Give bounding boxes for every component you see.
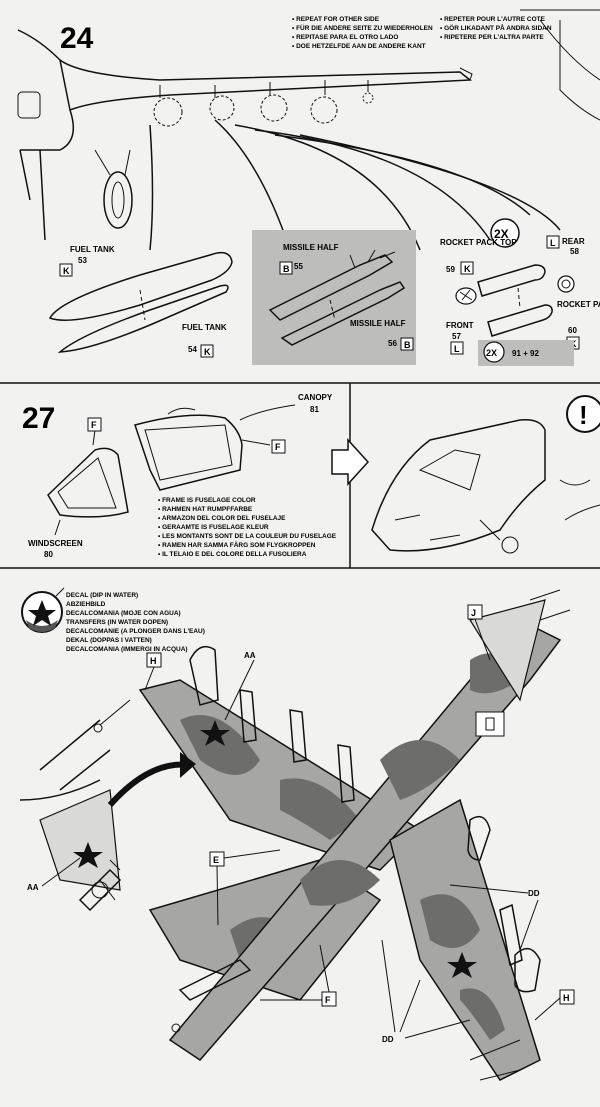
repeat-note: • REPEAT FOR OTHER SIDE • FÜR DIE ANDERE…: [292, 16, 552, 50]
note-line: • FRAME IS FUSELAGE COLOR: [158, 497, 256, 504]
footer-parts: 91 + 92: [512, 349, 539, 358]
rocket-rear-code: L: [550, 238, 556, 248]
fuel-tank-bottom-num: 54: [188, 345, 197, 354]
rocket-bottom-num: 60: [568, 326, 577, 335]
canopy-label: CANOPY: [298, 393, 333, 402]
fuel-tank-top-num: 53: [78, 256, 87, 265]
decal-callouts: H AA J AA E F DD DD H: [27, 604, 575, 1044]
step-24-number: 24: [60, 22, 94, 55]
canopy-code-box: [271, 439, 286, 454]
callout-aa-top: AA: [244, 651, 256, 660]
note-line: • LES MONTANTS SONT DE LA COULEUR DU FUS…: [158, 533, 337, 540]
canopy-num: 81: [310, 405, 319, 414]
qty-2x: 2X: [494, 227, 509, 241]
rocket-top-num: 59: [446, 265, 455, 274]
decal-line: ABZIEHBILD: [66, 601, 106, 608]
missile-top-code: B: [283, 264, 290, 274]
callout-j: J: [471, 608, 476, 618]
fuel-tank-top-label: FUEL TANK: [70, 245, 115, 254]
missile-assembly: MISSILE HALF 55 B MISSILE HALF 56 B: [268, 243, 414, 351]
inset-view: [19, 719, 196, 912]
rocket-rear-label: REAR: [562, 237, 585, 246]
missile-bottom-num: 56: [388, 339, 397, 348]
decal-line: DECALCOMANIA (MOJE CON AGUA): [66, 610, 181, 617]
rocket-front-code: L: [454, 344, 460, 354]
repeat-line: • GÖR LIKADANT PÅ ANDRA SIDAN: [440, 23, 552, 32]
repeat-line: • RIPETERE PER L'ALTRA PARTE: [440, 34, 544, 41]
rocket-pack-assembly: 2X ROCKET PACK TOP 59 K FRONT 57 L L REA…: [440, 218, 600, 366]
rocket-front-label: FRONT: [446, 321, 474, 330]
missile-bottom-label: MISSILE HALF: [350, 319, 406, 328]
rocket-top-code-box: [460, 261, 474, 275]
callout-dd-right: DD: [528, 889, 540, 898]
callout-e: E: [213, 855, 219, 865]
repeat-line: • REPITASE PARA EL OTRO LADO: [292, 34, 398, 41]
callout-f: F: [325, 995, 331, 1005]
rocket-bottom-label: ROCKET PACK BOTTOM: [557, 300, 600, 309]
missile-bottom-code-box: [400, 337, 414, 351]
fuel-tank-top-code: K: [63, 266, 70, 276]
missile-top-code-box: [279, 261, 293, 275]
aircraft-top-view: [93, 589, 571, 1081]
repeat-line: • FÜR DIE ANDERE SEITE ZU WIEDERHOLEN: [292, 23, 433, 32]
fuel-tank-assembly: FUEL TANK 53 K FUEL TANK 54 K: [48, 245, 233, 358]
callout-h: H: [150, 656, 157, 666]
rocket-rear-num: 58: [570, 247, 579, 256]
rocket-front-code-box: [450, 341, 464, 355]
windscreen-num: 80: [44, 550, 53, 559]
decal-step: DECAL (DIP IN WATER) ABZIEHBILD DECALCOM…: [19, 587, 575, 1081]
note-line: • IL TELAIO E DEL COLORE DELLA FUSOLIERA: [158, 551, 307, 558]
windscreen-label: WINDSCREEN: [28, 539, 83, 548]
step-27-number: 27: [22, 402, 55, 435]
arrow-right-icon: [331, 438, 370, 486]
rocket-top-code: K: [464, 264, 471, 274]
frame-color-note: • FRAME IS FUSELAGE COLOR • RAHMEN HAT R…: [158, 497, 337, 558]
step-24: 24 • REPEAT FOR OTHER SIDE • FÜR DIE AND…: [17, 9, 600, 366]
note-line: • ARMAZON DEL COLOR DEL FUSELAJE: [158, 515, 286, 522]
step-27: 27 CANOPY 81 F F WINDSCREEN 80 • FRAME I…: [22, 393, 600, 559]
callout-h-2: H: [563, 993, 570, 1003]
pylon-mounts: [153, 80, 374, 127]
repeat-line: • REPEAT FOR OTHER SIDE: [292, 16, 380, 23]
canopy-part: [134, 414, 243, 491]
note-line: • GERAAMTE IS FUSELAGE KLEUR: [158, 524, 269, 531]
missile-top-label: MISSILE HALF: [283, 243, 339, 252]
fuel-tank-bottom-label: FUEL TANK: [182, 323, 227, 332]
warning-symbol: !: [579, 400, 588, 430]
decal-line: DECALCOMANIA (IMMERGI IN ACQUA): [66, 646, 188, 653]
repeat-line: • DOE HETZELFDE AAN DE ANDERE KANT: [292, 43, 426, 50]
rocket-front-num: 57: [452, 332, 461, 341]
note-line: • RAHMEN HAT RUMPFFARBE: [158, 506, 253, 513]
fuel-tank-bottom-code-box: [200, 344, 214, 358]
missile-bottom-code: B: [404, 340, 411, 350]
decal-dip-icon: [21, 587, 65, 633]
repeat-line: • REPETER POUR L'AUTRE COTE: [440, 16, 546, 23]
footer-qty: 2X: [486, 348, 497, 358]
callout-dd-bottom: DD: [382, 1035, 394, 1044]
curved-arrow-icon: [180, 752, 196, 778]
decal-line: TRANSFERS (IN WATER DOPEN): [66, 619, 168, 626]
fuel-tank-top-code-box: [59, 263, 73, 277]
decal-line: DEKAL (DOPPAS I VATTEN): [66, 637, 152, 644]
rocket-rear-code-box: [546, 235, 560, 249]
decal-line: DECAL (DIP IN WATER): [66, 592, 138, 599]
decal-line: DECALCOMANIE (A PLONGER DANS L'EAU): [66, 628, 205, 635]
rocket-top-label: ROCKET PACK TOP: [440, 238, 517, 247]
qty-circle: [490, 218, 520, 248]
callout-h-box-2: [559, 989, 575, 1005]
missile-top-num: 55: [294, 262, 303, 271]
decal-instructions: DECAL (DIP IN WATER) ABZIEHBILD DECALCOM…: [66, 592, 205, 653]
warning-icon: [566, 395, 600, 433]
windscreen-code: F: [91, 420, 97, 430]
fuel-tank-bottom-code: K: [204, 347, 211, 357]
note-line: • RAMEN HAR SAMMA FÄRG SOM FLYGKROPPEN: [158, 541, 316, 549]
callout-aa-inset: AA: [27, 883, 39, 892]
windscreen-code-box: [87, 417, 102, 432]
windscreen-part: [47, 447, 129, 518]
canopy-code: F: [275, 442, 281, 452]
